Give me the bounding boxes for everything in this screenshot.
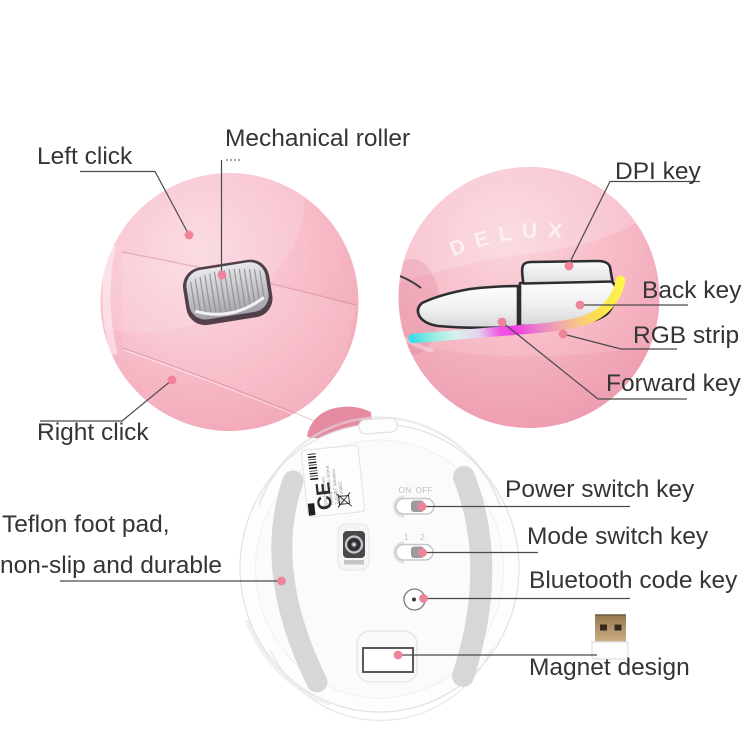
label-right-click: Right click [37,419,149,446]
rgb-strip [408,275,626,344]
magnet-dot [393,650,403,660]
sticker-ce-mark: CE [312,481,337,511]
teflon-dot [277,576,286,586]
right-click-dot [167,375,177,385]
magnet-slot [356,630,418,683]
label-mode-switch: Mode switch key [527,523,709,550]
rgb-strip-dot [558,329,568,339]
label-teflon-2: non-slip and durable [0,552,223,579]
rim-notch-tab [358,417,398,435]
left-click-dot [184,230,194,240]
label-power-switch: Power switch key [505,476,695,503]
dpi-key [520,259,614,285]
sticker-black-mark [307,503,316,516]
label-back-key: Back key [642,277,742,304]
power-off-marking: OFF [416,485,433,495]
weee-bin-icon [336,491,353,508]
foot-pad-right [452,466,493,687]
left-click-line [80,170,190,236]
back-key-dot [575,300,585,310]
callout-dots [167,230,585,660]
callout-lines [40,159,700,656]
sticker-line: S/N MN38mm [321,477,329,506]
sticker-line: Rating: 1.5V--50mA [325,464,334,505]
mode-2-marking: 2 [420,532,425,542]
power-switch: ON OFF [393,485,435,518]
rgb-strip-line [562,333,677,350]
mechanical-roller-dot [217,270,227,280]
power-dot [417,502,427,511]
label-teflon-1: Teflon foot pad, [2,511,170,538]
sticker-barcode [307,453,319,481]
usb-pin-hole [614,624,622,631]
label-sticker: S/N MN38mm Rating: 1.5V--50mA 2.4G/BT Wi… [301,444,365,518]
label-bluetooth-code: Bluetooth code key [529,567,738,594]
label-forward-key: Forward key [606,370,741,397]
label-mechanical-roller: Mechanical roller [225,125,411,152]
forward-key-dot [497,317,507,327]
right-click-line [40,379,173,422]
bluetooth-dot [419,594,428,603]
optical-sensor [337,523,370,571]
dpi-key-line [568,180,700,265]
power-on-marking: ON [399,485,412,495]
mode-1-marking: 1 [404,532,409,542]
scroll-wheel [182,259,273,326]
label-dpi-key: DPI key [615,158,701,185]
sticker-line: ID: 23085C [337,480,344,504]
bluetooth-code-button [403,588,426,611]
bottom-view: S/N MN38mm Rating: 1.5V--50mA 2.4G/BT Wi… [239,406,520,722]
usb-pin-hole [600,624,607,631]
mode-dot [418,548,427,557]
sticker-line: 2.4G/BT Wireless [331,468,340,505]
dpi-key-dot [564,261,574,271]
side-view-circle: DELUX [398,167,660,428]
forward-key [416,284,520,330]
label-rgb-strip: RGB strip [633,322,740,349]
usb-receiver [591,614,629,660]
forward-key-line [501,321,687,400]
foot-pad-left [271,470,328,693]
label-magnet-design: Magnet design [529,654,690,681]
label-left-click: Left click [37,143,133,170]
